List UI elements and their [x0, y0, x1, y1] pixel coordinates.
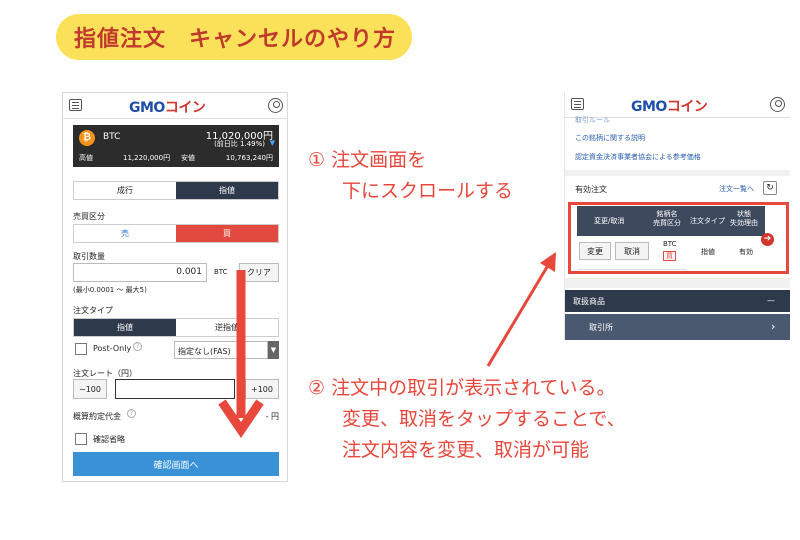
orders-title: 有効注文 [575, 185, 607, 194]
user-icon[interactable] [770, 97, 785, 112]
app-logo: GMOコイン [129, 100, 206, 116]
order-kind-label: 注文タイプ [73, 306, 113, 315]
arrow-right-icon[interactable]: ➔ [761, 233, 774, 246]
low-value: 10,763,240円 [225, 154, 273, 162]
divider [565, 170, 790, 176]
quantity-label: 取引数量 [73, 252, 105, 261]
step2-line2: 変更、取消をタップすることで、 [342, 408, 626, 430]
rate-minus-button[interactable]: −100 [73, 379, 107, 399]
margin-label: 概算約定代金 [73, 412, 121, 421]
rate-input[interactable] [115, 379, 235, 399]
help-icon[interactable]: ? [133, 342, 142, 351]
exchange-menu-label: 取引所 [589, 323, 613, 332]
app-header: GMOコイン [63, 93, 287, 119]
tab-market[interactable]: 成行 [117, 186, 133, 195]
step2-line3: 注文内容を変更、取消が可能 [342, 439, 590, 461]
menu-icon[interactable] [69, 99, 82, 111]
tab-limit-kind[interactable]: 指値 [74, 319, 176, 336]
step1-line2: 下にスクロールする [342, 180, 514, 202]
side-label: 売買区分 [73, 212, 105, 221]
help-icon[interactable]: ? [127, 409, 136, 418]
cancel-button[interactable]: 取消 [615, 242, 649, 260]
confirm-button[interactable]: 確認画面へ [73, 452, 279, 476]
side-tabs: 売 買 [73, 224, 279, 243]
high-value: 11,220,000円 [123, 154, 171, 162]
ticker-panel: ₿ BTC 11,020,000円 (前日比 1.49%) ▼ 高値 11,22… [73, 125, 279, 167]
description-link[interactable]: この銘柄に関する説明 [575, 134, 645, 142]
rate-label: 注文レート（円） [73, 369, 137, 378]
confirm-skip-checkbox[interactable] [75, 433, 87, 445]
confirm-skip-label: 確認省略 [93, 435, 125, 444]
products-menu-header[interactable]: 取扱商品 — [565, 290, 790, 312]
exchange-menu-item[interactable]: 取引所 › [565, 314, 790, 340]
col-symbol-side: 銘柄名 売買区分 [653, 210, 681, 227]
order-kind-tabs: 指値 逆指値 [73, 318, 279, 337]
orders-list-link[interactable]: 注文一覧へ [719, 185, 754, 193]
col-change-cancel: 変更/取消 [594, 217, 625, 225]
post-only-checkbox[interactable] [75, 343, 87, 355]
reference-price-link[interactable]: 認定資金決済事業者協会による参考価格 [575, 153, 701, 161]
margin-value: - 円 [265, 412, 279, 421]
row-divider [577, 269, 687, 270]
ticker-symbol: BTC [103, 132, 121, 142]
app-logo: GMOコイン [631, 99, 708, 115]
orders-table-header [577, 206, 765, 236]
col-order-type: 注文タイプ [690, 217, 725, 225]
col-status: 状態 失効理由 [730, 210, 758, 227]
highlight-box [568, 202, 789, 274]
ticker-change: (前日比 1.49%) [214, 140, 265, 148]
orders-screen: GMOコイン 取引ルール この銘柄に関する説明 認定資金決済事業者協会による参考… [564, 92, 790, 340]
app-header: GMOコイン [565, 92, 790, 118]
user-icon[interactable] [268, 98, 283, 113]
divider [565, 278, 790, 288]
tab-limit[interactable]: 指値 [176, 182, 278, 199]
row-symbol: BTC [663, 240, 677, 248]
arrow-down-icon: ▼ [269, 139, 275, 147]
rules-link[interactable]: 取引ルール [575, 116, 610, 124]
chevron-down-icon[interactable]: ▼ [268, 341, 279, 359]
tab-stop-kind[interactable]: 逆指値 [215, 323, 239, 332]
chevron-right-icon: › [771, 320, 776, 333]
row-status: 有効 [739, 248, 753, 256]
quantity-hint: (最小0.0001 ～ 最大5) [73, 286, 147, 294]
rate-plus-button[interactable]: +100 [245, 379, 279, 399]
products-menu-label: 取扱商品 [573, 297, 605, 306]
order-type-tabs: 成行 指値 [73, 181, 279, 200]
high-label: 高値 [79, 154, 93, 162]
bitcoin-icon: ₿ [79, 130, 95, 146]
quantity-input[interactable]: 0.001 [73, 263, 207, 282]
menu-icon[interactable] [571, 98, 584, 110]
low-label: 安値 [181, 154, 195, 162]
quantity-unit: BTC [214, 268, 228, 276]
row-side-badge: 買 [663, 251, 676, 261]
page-title: 指値注文 キャンセルのやり方 [56, 14, 412, 60]
refresh-icon[interactable]: ↻ [763, 181, 777, 195]
row-order-type: 指値 [701, 248, 715, 256]
tab-buy[interactable]: 買 [176, 225, 278, 242]
ticker-price: 11,020,000円 [205, 131, 273, 142]
step1-line1: ① 注文画面を [308, 149, 427, 171]
change-button[interactable]: 変更 [579, 242, 611, 260]
step2-line1: ② 注文中の取引が表示されている。 [308, 377, 616, 399]
tab-sell[interactable]: 売 [121, 229, 129, 238]
collapse-icon[interactable]: — [767, 296, 775, 305]
post-only-label: Post-Only [93, 344, 132, 353]
